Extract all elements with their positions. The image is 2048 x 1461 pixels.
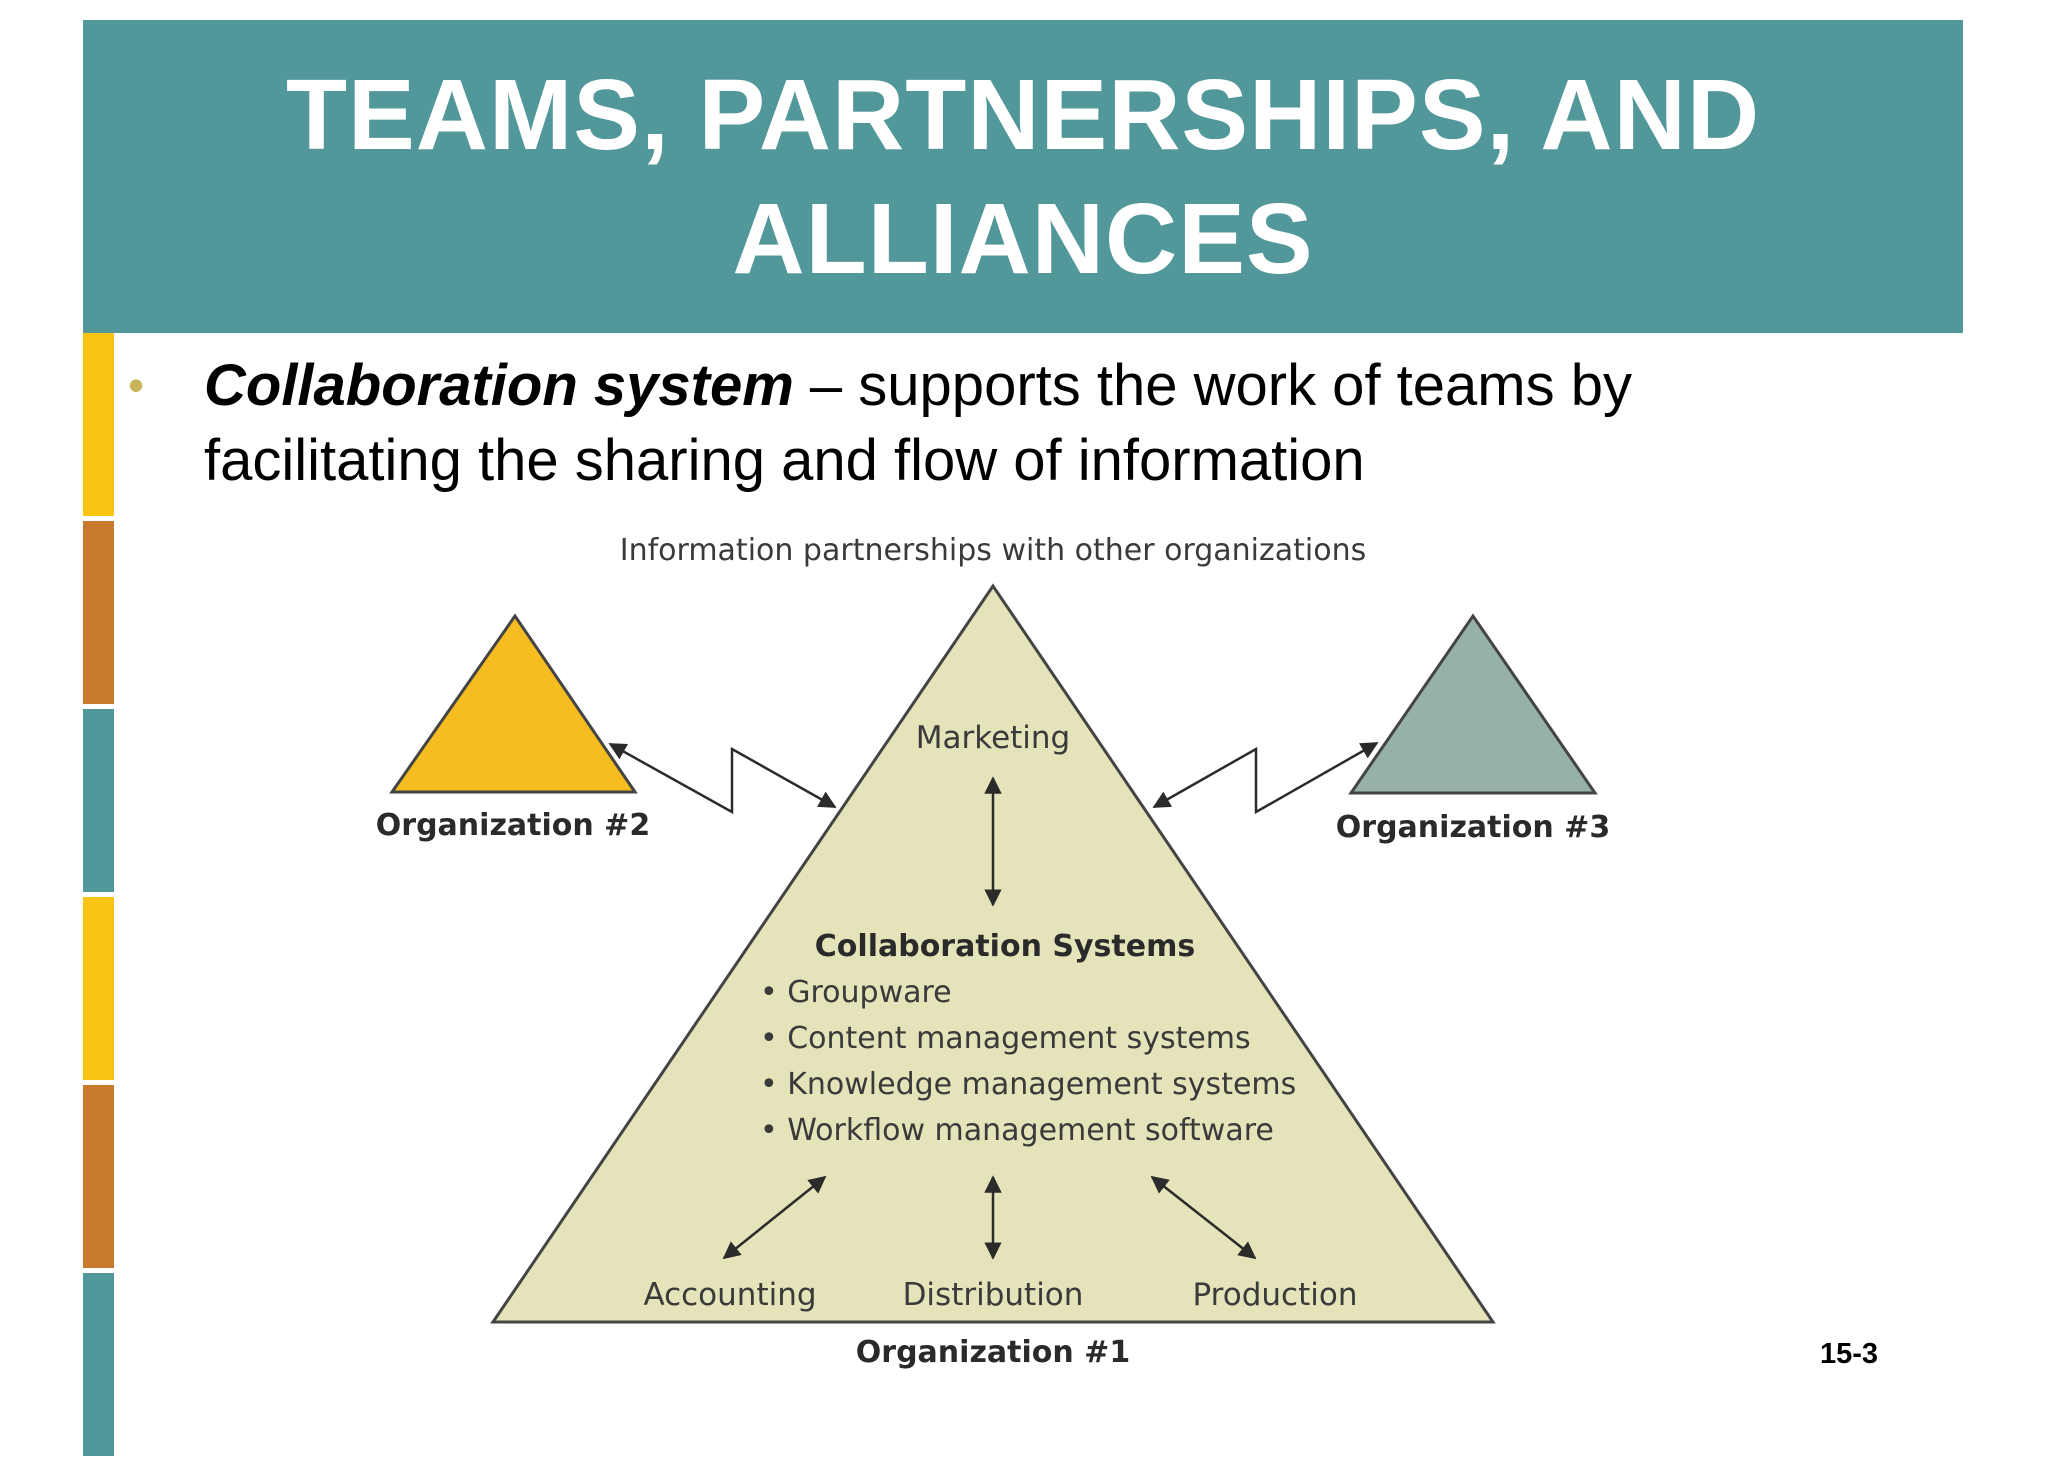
accounting-label: Accounting: [643, 1277, 816, 1313]
connector-org3-org1: [1152, 741, 1379, 815]
diagram-caption: Information partnerships with other orga…: [620, 533, 1367, 568]
distribution-label: Distribution: [903, 1277, 1084, 1313]
org3-triangle: [1348, 613, 1598, 795]
accent-segment: [83, 521, 114, 704]
bullet-term: Collaboration system: [204, 353, 794, 418]
system-item: • Knowledge management systems: [760, 1067, 1296, 1102]
title-bar: TEAMS, PARTNERSHIPS, AND ALLIANCES: [83, 20, 1963, 333]
system-item: • Groupware: [760, 975, 952, 1010]
arrow-accounting: [722, 1175, 827, 1260]
accent-segment: [83, 1085, 114, 1268]
connector-org2-org1: [608, 742, 837, 815]
org2-triangle: [389, 613, 638, 794]
side-accent-strip: [83, 333, 114, 1461]
accent-segment: [83, 897, 114, 1080]
org3-label: Organization #3: [1336, 810, 1610, 845]
accent-segment: [83, 709, 114, 892]
system-item: • Workflow management software: [760, 1113, 1274, 1148]
production-label: Production: [1193, 1277, 1358, 1313]
org1-label: Organization #1: [856, 1335, 1130, 1370]
system-item: • Content management systems: [760, 1021, 1251, 1056]
accent-segment: [83, 333, 114, 516]
collaboration-diagram: Information partnerships with other orga…: [376, 533, 1610, 1370]
slide-number: 15-3: [1820, 1338, 1879, 1370]
bullet-definition: – supports the work of teams by facilita…: [204, 353, 1632, 493]
marketing-label: Marketing: [916, 720, 1071, 756]
accent-segment: [83, 1273, 114, 1456]
slide-title: TEAMS, PARTNERSHIPS, AND ALLIANCES: [285, 58, 1761, 295]
bullet-dot-icon: •: [128, 359, 145, 411]
org1-triangle: [490, 583, 1496, 1324]
org2-label: Organization #2: [376, 808, 650, 843]
collaboration-systems-title: Collaboration Systems: [815, 929, 1195, 964]
arrow-production: [1150, 1175, 1257, 1260]
bullet-text: Collaboration system – supports the work…: [204, 348, 1904, 498]
